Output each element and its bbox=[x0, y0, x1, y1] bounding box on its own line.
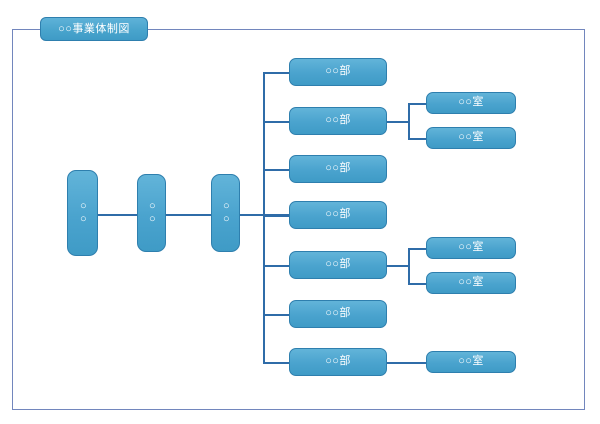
connector-department-2-stub bbox=[387, 121, 409, 123]
connector-trunk-department-4 bbox=[263, 215, 290, 217]
section-node-4[interactable]: ○○室 bbox=[426, 272, 516, 294]
section-node-2[interactable]: ○○室 bbox=[426, 127, 516, 149]
section-node-3[interactable]: ○○室 bbox=[426, 237, 516, 259]
department-node-4[interactable]: ○○部 bbox=[289, 201, 387, 229]
executive-node-2-label: ○○ bbox=[146, 200, 159, 226]
section-node-1[interactable]: ○○室 bbox=[426, 92, 516, 114]
department-node-4-label: ○○部 bbox=[325, 208, 351, 221]
connector-exec3-trunk bbox=[240, 214, 289, 216]
section-node-3-label: ○○室 bbox=[458, 241, 484, 254]
connector-trunk-department-2 bbox=[263, 121, 290, 123]
diagram-title-label: ○○事業体制図 bbox=[58, 22, 130, 35]
department-node-3-label: ○○部 bbox=[325, 162, 351, 175]
section-node-2-label: ○○室 bbox=[458, 131, 484, 144]
department-node-1[interactable]: ○○部 bbox=[289, 58, 387, 86]
connector-trunk-department-7 bbox=[263, 362, 290, 364]
section-node-1-label: ○○室 bbox=[458, 96, 484, 109]
connector-department-2-section-1 bbox=[408, 103, 427, 105]
connector-department-2-section-2 bbox=[408, 138, 427, 140]
connector-department-5-section-2 bbox=[408, 283, 427, 285]
connector-exec1-exec2 bbox=[98, 214, 137, 216]
diagram-title-box: ○○事業体制図 bbox=[40, 17, 148, 41]
department-node-7[interactable]: ○○部 bbox=[289, 348, 387, 376]
diagram-frame bbox=[12, 29, 585, 410]
executive-node-3-label: ○○ bbox=[220, 200, 233, 226]
department-node-2-label: ○○部 bbox=[325, 114, 351, 127]
executive-node-3[interactable]: ○○ bbox=[211, 174, 240, 252]
department-node-3[interactable]: ○○部 bbox=[289, 155, 387, 183]
department-node-5[interactable]: ○○部 bbox=[289, 251, 387, 279]
executive-node-1[interactable]: ○○ bbox=[67, 170, 98, 256]
section-node-4-label: ○○室 bbox=[458, 276, 484, 289]
section-node-5[interactable]: ○○室 bbox=[426, 351, 516, 373]
connector-trunk-department-1 bbox=[263, 72, 290, 74]
executive-node-1-label: ○○ bbox=[77, 200, 90, 226]
connector-exec2-exec3 bbox=[166, 214, 211, 216]
connector-trunk-department-5 bbox=[263, 265, 290, 267]
department-node-1-label: ○○部 bbox=[325, 65, 351, 78]
connector-trunk-department-3 bbox=[263, 169, 290, 171]
department-node-6[interactable]: ○○部 bbox=[289, 300, 387, 328]
department-node-2[interactable]: ○○部 bbox=[289, 107, 387, 135]
department-node-5-label: ○○部 bbox=[325, 258, 351, 271]
department-trunk-line bbox=[263, 72, 265, 363]
department-node-6-label: ○○部 bbox=[325, 307, 351, 320]
connector-department-2-riser bbox=[408, 103, 410, 139]
connector-department-5-stub bbox=[387, 265, 409, 267]
connector-department-7-section-1 bbox=[387, 362, 427, 364]
executive-node-2[interactable]: ○○ bbox=[137, 174, 166, 252]
connector-trunk-department-6 bbox=[263, 314, 290, 316]
department-node-7-label: ○○部 bbox=[325, 355, 351, 368]
connector-department-5-section-1 bbox=[408, 248, 427, 250]
connector-department-5-riser bbox=[408, 248, 410, 284]
section-node-5-label: ○○室 bbox=[458, 355, 484, 368]
